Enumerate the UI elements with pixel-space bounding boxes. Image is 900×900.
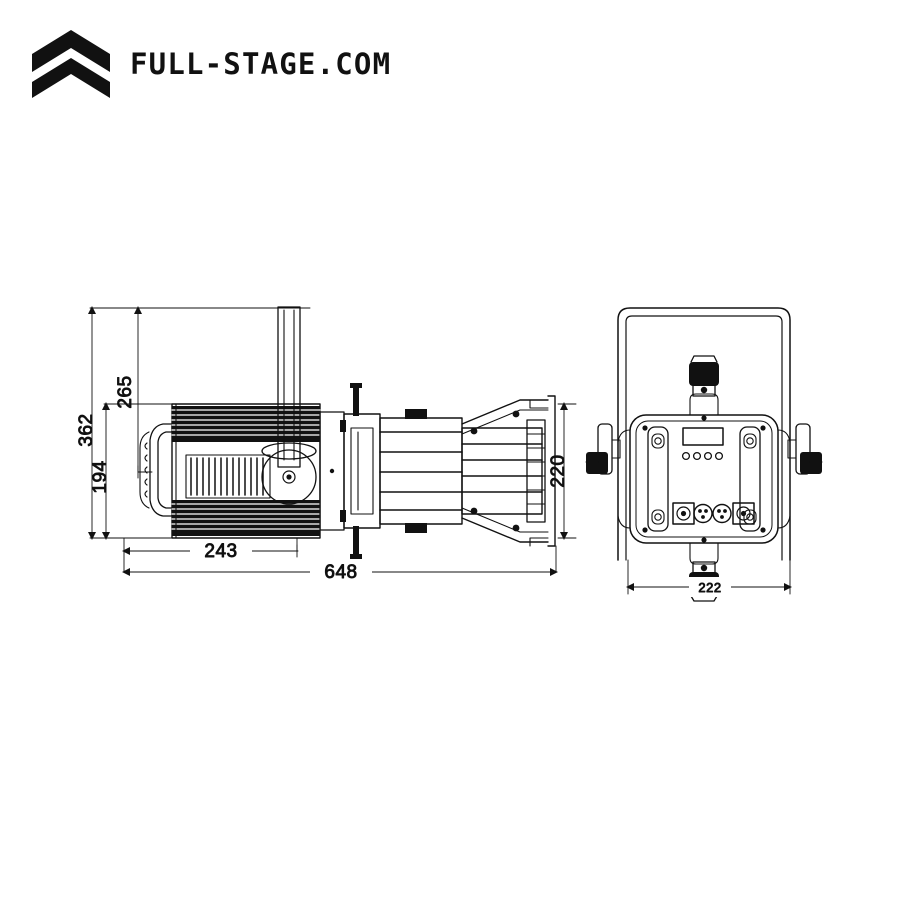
heatsink-fins-top [171,406,321,442]
dim-220: 220 [548,402,577,540]
rear-view-dimensions: 222 [626,559,792,597]
dim-265: 265 [115,306,153,479]
heatsink-strip-left [647,426,669,532]
yoke-arm [277,306,301,468]
shutter-blade-handle-top [350,383,362,416]
tilt-lock-knob-right[interactable] [787,423,823,475]
side-view-dimensions: 362 265 194 [76,306,577,583]
lens-tube-barrel [379,409,463,533]
tilt-lock-knob [261,442,317,505]
top-mounting-bracket [689,355,719,416]
rear-panel [629,414,779,544]
dim-label-222: 222 [698,580,721,595]
menu-buttons[interactable] [681,451,724,461]
dim-label-220: 220 [548,454,569,487]
gate-shutter-module [340,413,381,529]
powercon-in[interactable] [672,502,695,525]
dim-label-648: 648 [324,562,357,583]
vent-grille [185,454,271,499]
powercon-out[interactable] [732,502,755,525]
rear-view [585,307,823,602]
double-chevron-icon [32,30,110,98]
lcd-display[interactable] [682,427,724,446]
shutter-blade-handle-bottom [350,526,362,559]
dim-194: 194 [90,402,111,540]
dim-648: 648 [122,545,558,583]
dim-label-194: 194 [90,460,111,493]
side-view [139,306,556,559]
dim-243: 243 [122,537,299,562]
dim-label-362: 362 [76,413,97,446]
brand-name: FULL-STAGE.COM [130,46,392,81]
dim-362: 362 [76,306,97,540]
heatsink-fins-bottom [171,500,321,536]
front-lens-assembly [461,395,556,547]
tilt-lock-knob-left[interactable] [585,423,621,475]
u-yoke [617,307,791,561]
rear-handle [139,423,173,517]
dim-label-243: 243 [204,541,237,562]
dmx-out-xlr[interactable] [712,503,732,524]
dmx-in-xlr[interactable] [693,503,713,524]
dim-label-265: 265 [115,375,136,408]
brand-logo: FULL-STAGE.COM [30,28,391,100]
